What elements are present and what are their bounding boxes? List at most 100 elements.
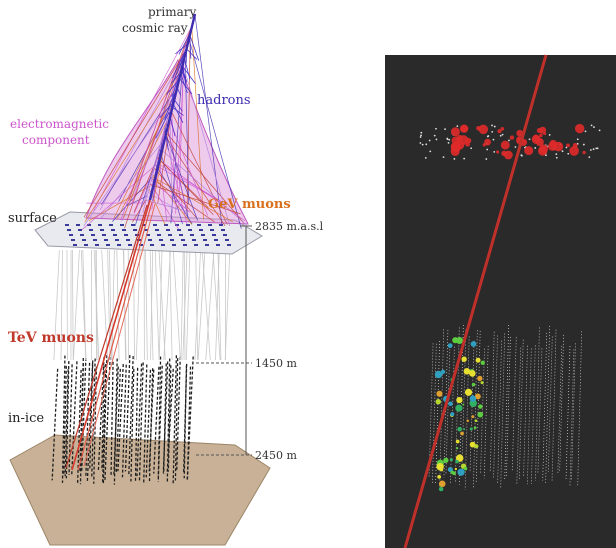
in-ice-hit (455, 459, 459, 464)
in-ice-hit (480, 360, 485, 365)
surface-station (444, 128, 446, 130)
in-ice-label: in-ice (8, 411, 44, 426)
event-string (469, 340, 475, 471)
surface-station (435, 138, 438, 141)
ice-string (102, 355, 108, 485)
surface-station (501, 133, 504, 136)
in-ice-hit (438, 480, 446, 488)
cable (158, 249, 166, 361)
in-ice-hit (434, 370, 443, 379)
surface-tank (164, 224, 168, 226)
surface-hit (539, 133, 543, 138)
surface-tank (142, 224, 146, 226)
cable (101, 249, 109, 361)
surface-station (588, 156, 591, 159)
in-ice-hit (471, 382, 476, 387)
depth-label-middle: 1450 m (255, 357, 297, 370)
event-string (577, 331, 583, 488)
surface-hit (500, 140, 510, 150)
shower-track (159, 149, 183, 225)
cable (172, 249, 181, 361)
surface-tank (82, 239, 86, 241)
event-string (504, 324, 510, 481)
surface-station (446, 138, 449, 141)
surface-tank (131, 224, 135, 226)
shower-track (155, 164, 222, 202)
surface-hit (460, 125, 468, 133)
surface-tank (157, 234, 161, 236)
surface-tank (199, 229, 203, 231)
hadron-branch (164, 92, 175, 120)
event-string (445, 346, 451, 475)
shower-track (155, 162, 224, 203)
surface-tank (186, 224, 190, 226)
shower-track (100, 143, 162, 219)
ice-string (157, 365, 163, 477)
surface-tank (153, 224, 157, 226)
in-ice-hit (448, 401, 453, 407)
ice-string (101, 365, 105, 471)
ice-string (134, 367, 139, 483)
cable (72, 249, 74, 361)
surface-tank (201, 234, 205, 236)
cable (111, 249, 115, 361)
ice-string (148, 368, 154, 482)
surface-station (493, 150, 496, 153)
shower-track (84, 72, 180, 223)
surface-tank (219, 224, 223, 226)
event-string (475, 330, 481, 483)
ice-string (162, 361, 169, 473)
surface-tank (87, 224, 91, 226)
surface-tank (104, 239, 108, 241)
cable (169, 249, 173, 361)
surface-tank (181, 239, 185, 241)
surface-tank (210, 229, 214, 231)
surface-tank (128, 244, 132, 246)
event-string (571, 343, 576, 481)
in-ice-hit (470, 341, 477, 347)
in-ice-hit (450, 412, 455, 417)
surface-tank (183, 244, 187, 246)
ice-string (97, 357, 105, 472)
surface-tank (155, 229, 159, 231)
surface-hit (572, 143, 578, 148)
surface-station (447, 141, 450, 144)
in-ice-hit (469, 370, 476, 377)
surface-tank (188, 229, 192, 231)
cable (185, 249, 191, 361)
shower-track (133, 159, 157, 213)
hadron-branch (166, 81, 178, 95)
shower-track (81, 165, 156, 231)
cable (195, 249, 199, 361)
surface-station (425, 143, 428, 146)
cable (123, 249, 126, 361)
surface-station (485, 158, 488, 160)
surface-station (419, 136, 422, 138)
ice-string (79, 363, 85, 485)
in-ice-hit (449, 458, 453, 462)
in-ice-hit (478, 404, 483, 409)
surface-hit (450, 127, 460, 137)
cable (66, 249, 68, 361)
surface-hit (497, 129, 502, 134)
hadron-branch (170, 74, 180, 84)
bedrock-base (9, 434, 271, 546)
cable (205, 249, 215, 361)
surface-tank (203, 239, 207, 241)
surface-station (555, 153, 558, 155)
gev-muons-label: GeV muons (208, 197, 291, 212)
ice-string (110, 361, 114, 477)
shower-track (157, 157, 214, 216)
primary-label-line2: cosmic ray (122, 21, 188, 35)
in-ice-hit (455, 404, 463, 412)
surface-tank (78, 229, 82, 231)
surface-station (555, 156, 558, 159)
surface-tank (126, 239, 130, 241)
surface-tank (148, 239, 152, 241)
surface-station (421, 143, 424, 146)
cable (145, 249, 148, 361)
in-ice-hit (477, 375, 483, 382)
surface-hit (500, 127, 505, 131)
surface-station (486, 135, 489, 138)
surface-tank (111, 229, 115, 231)
